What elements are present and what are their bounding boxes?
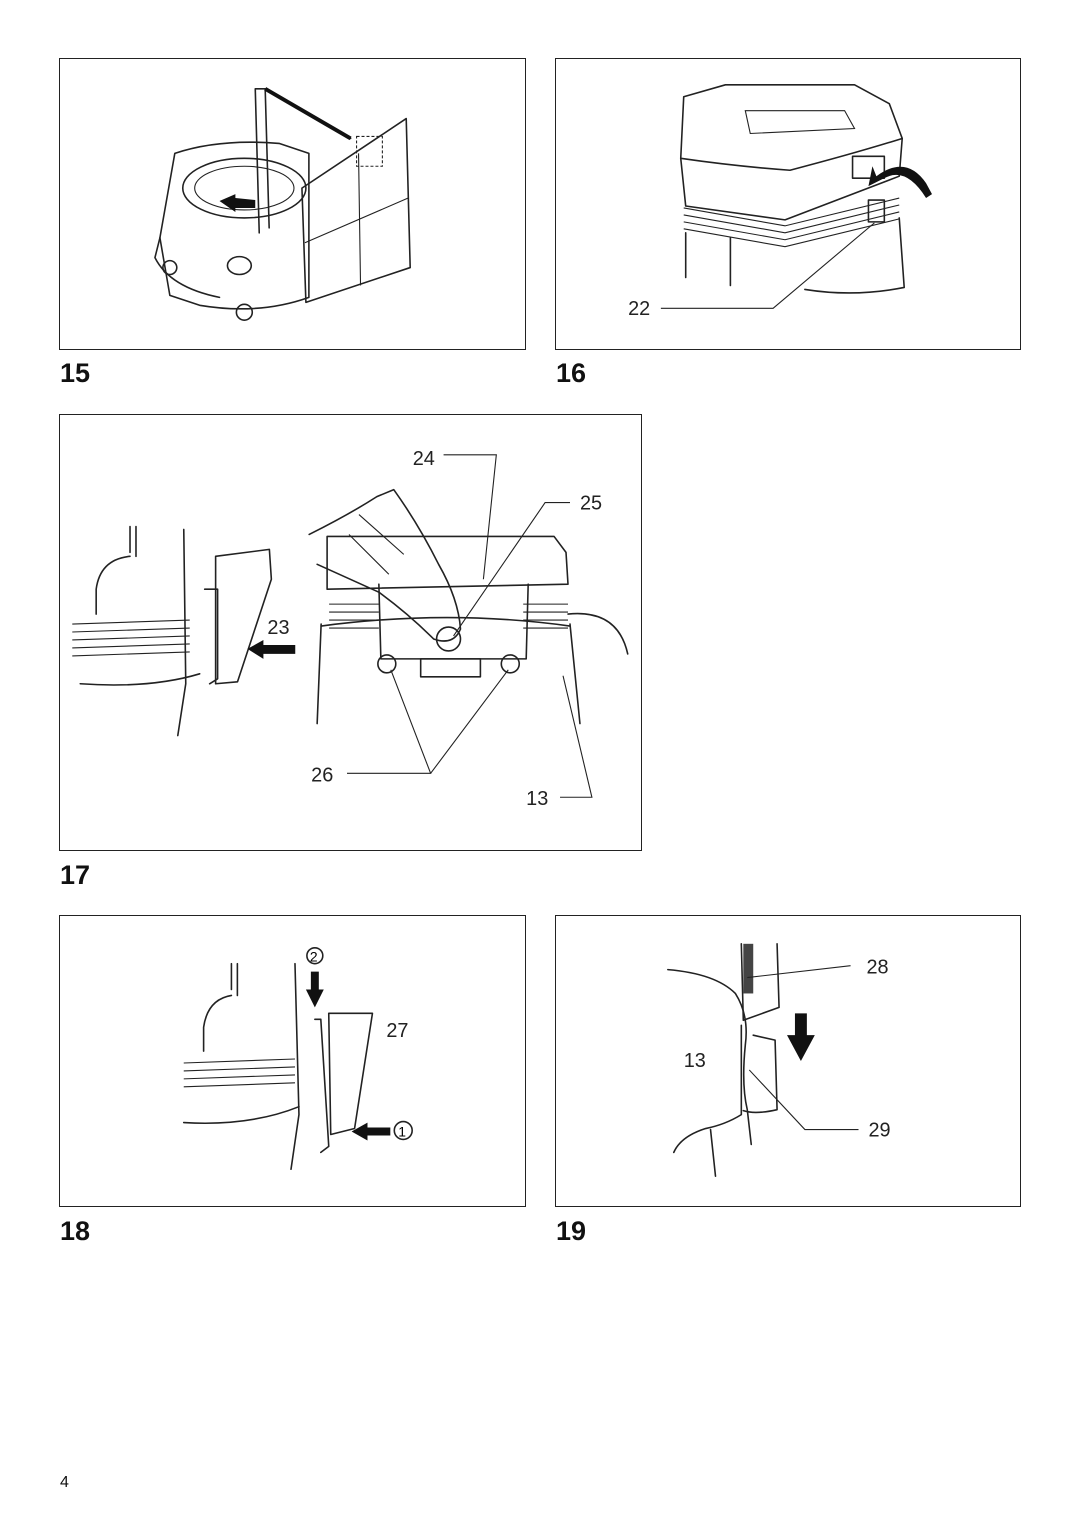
callout-26: 26 xyxy=(311,764,333,786)
callout-23: 23 xyxy=(267,617,289,639)
callout-24: 24 xyxy=(413,448,435,470)
figure-15-panel xyxy=(59,58,526,350)
callout-2: 2 xyxy=(310,949,318,965)
vacuum-filter-bag-icon xyxy=(154,87,411,321)
callout-22: 22 xyxy=(628,298,650,320)
figure-18-number: 18 xyxy=(60,1216,91,1246)
figure-16-number: 16 xyxy=(556,358,587,388)
figure-19-number: 19 xyxy=(556,1216,587,1246)
figure-19-panel: 28 13 29 xyxy=(555,915,1021,1207)
callout-13: 13 xyxy=(526,788,548,810)
callout-1: 1 xyxy=(398,1123,406,1139)
callout-27: 27 xyxy=(386,1020,408,1042)
filter-cassette-install-icon: 2 1 27 xyxy=(182,946,413,1171)
figure-16-panel: 22 xyxy=(555,58,1021,350)
vacuum-lid-icon: 22 xyxy=(628,84,933,320)
callout-25: 25 xyxy=(580,493,602,515)
latch-slide-icon: 28 13 29 xyxy=(667,943,891,1177)
figure-17-number: 17 xyxy=(60,860,91,890)
figure-17-panel: 23 24 25 26 13 xyxy=(59,414,642,851)
figure-18-panel: 2 1 27 xyxy=(59,915,526,1207)
page-number: 4 xyxy=(60,1474,69,1491)
callout-13-fig19: 13 xyxy=(684,1050,706,1072)
filter-cassette-hand-icon: 23 24 25 26 13 xyxy=(72,448,629,810)
callout-28: 28 xyxy=(866,957,888,979)
callout-29: 29 xyxy=(868,1119,890,1141)
figure-15-number: 15 xyxy=(60,358,91,388)
